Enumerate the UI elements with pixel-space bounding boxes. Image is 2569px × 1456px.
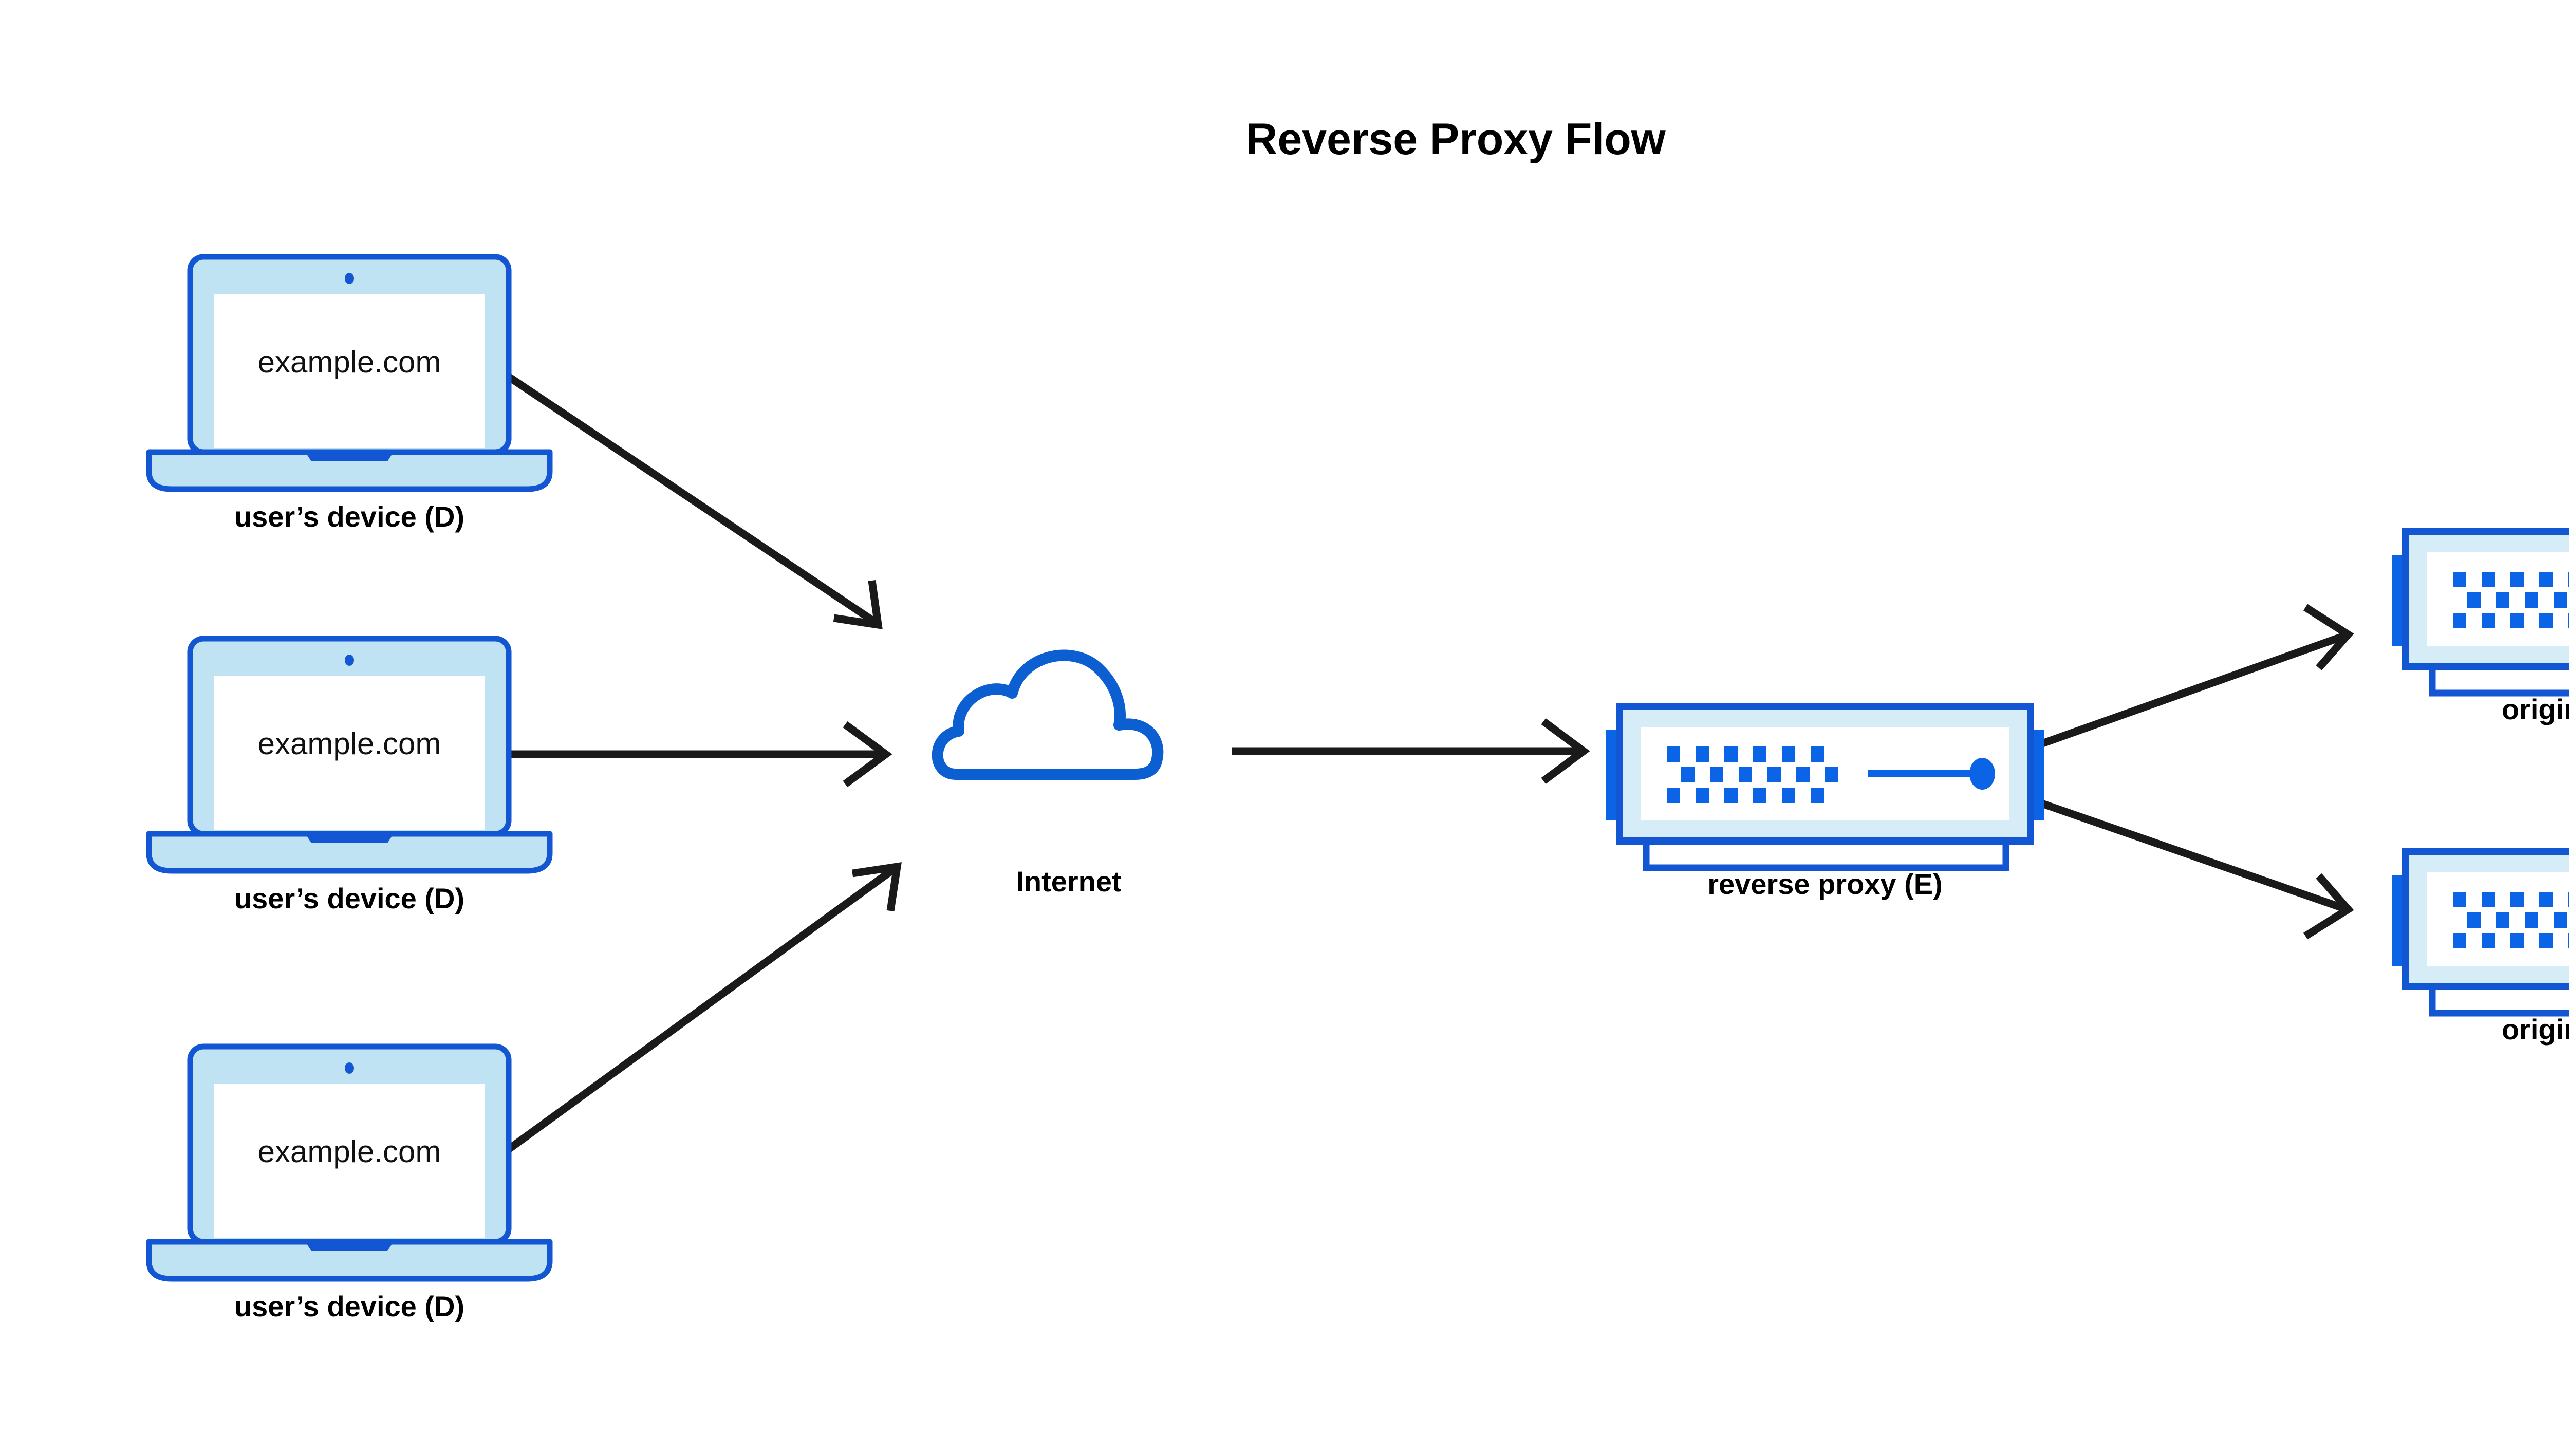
server-icon [2392,852,2569,1013]
page-title: Reverse Proxy Flow [1245,115,1666,164]
arrowhead-icon [1541,718,1590,785]
origin-server-label: origin server (F) [2502,1013,2569,1046]
arrowhead-icon [2303,604,2354,670]
internet-label: Internet [1016,865,1121,898]
edge-internet-to-proxy [1232,718,1590,785]
server-icon [2392,532,2569,693]
device-middle[interactable]: example.com user’s device (D) [149,639,550,914]
device-screen-text: example.com [258,345,441,379]
device-top[interactable]: example.com user’s device (D) [149,257,550,533]
arrowhead-icon [833,580,883,629]
arrowhead-icon [851,862,902,912]
origin-server-top[interactable]: origin server (F) [2392,532,2569,725]
arrowhead-icon [2303,873,2354,940]
device-bottom[interactable]: example.com user’s device (D) [149,1047,550,1322]
arrowhead-icon [843,721,892,788]
origin-server-bottom[interactable]: origin server (F) [2392,852,2569,1046]
edge-device-middle-to-internet [502,721,892,788]
edge-device-top-to-internet [504,371,883,629]
origin-server-label: origin server (F) [2502,693,2569,725]
device-screen-text: example.com [258,1134,441,1169]
server-icon [1606,706,2044,868]
reverse-proxy-label: reverse proxy (E) [1707,868,1943,900]
internet-node[interactable]: Internet [938,656,1158,898]
edge-layer [493,371,2354,1162]
device-screen-text: example.com [258,726,441,761]
reverse-proxy-node[interactable]: reverse proxy (E) [1606,706,2044,900]
edge-proxy-to-origin-top [2005,604,2354,760]
device-label: user’s device (D) [234,882,464,914]
edge-device-bottom-to-internet [493,862,902,1162]
device-label: user’s device (D) [234,1290,464,1322]
device-label: user’s device (D) [234,500,464,533]
edge-proxy-to-origin-bottom [2005,787,2354,940]
